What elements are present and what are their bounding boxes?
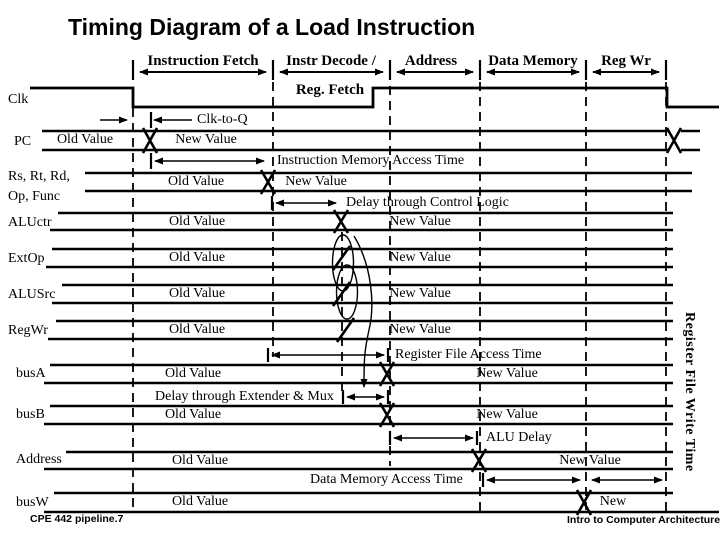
bus-lines xyxy=(42,129,719,514)
annotation-delay-extender-mux: Delay through Extender & Mux xyxy=(155,389,334,404)
bus-transition-x-marks xyxy=(141,127,683,516)
regwr-new-value: New Value xyxy=(389,322,451,337)
bus-transition-slashes xyxy=(331,245,356,343)
regwr-old-value: Old Value xyxy=(168,322,226,337)
annotation-reg-file-write-time: Register File Write Time xyxy=(682,312,697,472)
footer-book-label: Intro to Computer Architecture xyxy=(567,514,720,526)
pc-old-value: Old Value xyxy=(56,132,114,147)
pc-new-value: New Value xyxy=(175,132,237,147)
alusrc-new-value: New Value xyxy=(389,286,451,301)
signal-label-clk: Clk xyxy=(8,92,29,107)
aluctr-old-value: Old Value xyxy=(168,214,226,229)
annotation-instr-mem-access-time: Instruction Memory Access Time xyxy=(277,153,465,168)
address-new-value: New Value xyxy=(559,453,621,468)
annotation-alu-delay: ALU Delay xyxy=(486,430,552,445)
signal-label-busa: busA xyxy=(16,366,46,381)
signal-label-rs-rt-rd: Rs, Rt, Rd, xyxy=(8,169,70,184)
clock-waveform xyxy=(30,86,719,109)
signal-label-regwr: RegWr xyxy=(8,323,48,338)
grouping-ellipses xyxy=(331,234,373,388)
busb-new-value: New Value xyxy=(476,407,538,422)
footer-course-label: CPE 442 pipeline.7 xyxy=(30,513,124,525)
stage-address: Address xyxy=(404,53,458,69)
busw-old-value: Old Value xyxy=(171,494,229,509)
signal-label-busb: busB xyxy=(16,407,45,422)
stage-data-memory: Data Memory xyxy=(488,53,578,69)
address-old-value: Old Value xyxy=(171,453,229,468)
stage-instruction-fetch: Instruction Fetch xyxy=(147,53,259,69)
stage-instr-decode: Instr Decode / xyxy=(286,53,376,69)
rs-old-value: Old Value xyxy=(167,174,225,189)
extop-new-value: New Value xyxy=(389,250,451,265)
annotation-data-mem-access-time: Data Memory Access Time xyxy=(310,472,463,487)
busa-new-value: New Value xyxy=(476,366,538,381)
signal-label-aluctr: ALUctr xyxy=(8,215,52,230)
signal-label-alusrc: ALUSrc xyxy=(8,287,56,302)
signal-label-extop: ExtOp xyxy=(8,251,45,266)
aluctr-new-value: New Value xyxy=(389,214,451,229)
annotation-delay-control-logic: Delay through Control Logic xyxy=(346,195,509,210)
annotation-arrows xyxy=(100,112,663,487)
annotation-clk-to-q: Clk-to-Q xyxy=(197,112,248,127)
annotation-reg-file-access-time: Register File Access Time xyxy=(395,347,542,362)
signal-label-busw: busW xyxy=(16,495,49,510)
stage-boundary-ticks xyxy=(131,60,668,80)
stage-reg-fetch: Reg. Fetch xyxy=(295,82,365,98)
signal-label-pc: PC xyxy=(14,134,32,149)
extop-old-value: Old Value xyxy=(168,250,226,265)
busa-old-value: Old Value xyxy=(164,366,222,381)
signal-label-op-func: Op, Func xyxy=(8,189,61,204)
slide-title: Timing Diagram of a Load Instruction xyxy=(68,14,476,40)
rs-new-value: New Value xyxy=(285,174,347,189)
alusrc-old-value: Old Value xyxy=(168,286,226,301)
signal-label-address: Address xyxy=(16,452,62,467)
busb-old-value: Old Value xyxy=(164,407,222,422)
busw-new-value: New xyxy=(599,494,627,509)
stage-reg-wr: Reg Wr xyxy=(601,53,651,69)
